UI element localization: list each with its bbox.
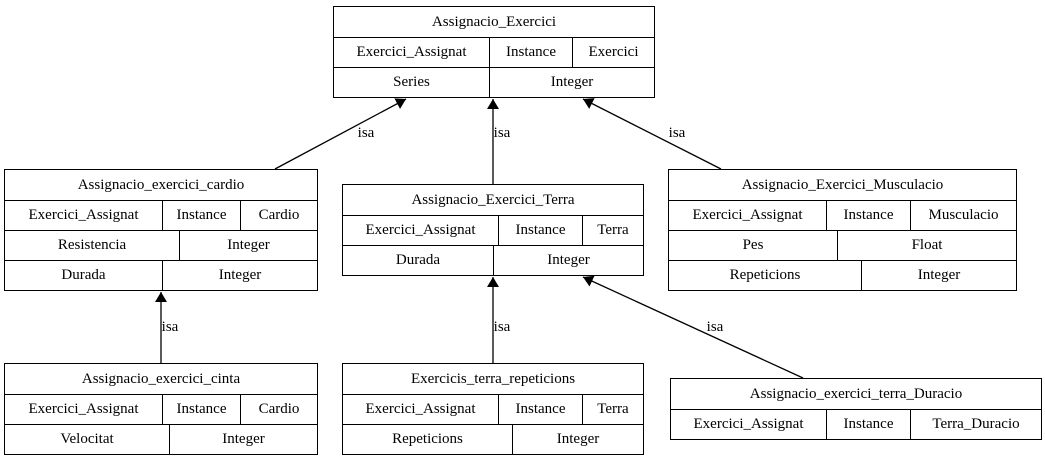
attribute-cell: Resistencia: [57, 237, 127, 253]
attribute-cell: Integer: [493, 246, 643, 275]
attribute-cell: Velocitat: [60, 431, 114, 447]
attribute-cell: Integer: [169, 425, 317, 454]
attribute-row: Series Integer: [334, 67, 654, 97]
isa-label: isa: [669, 125, 686, 141]
attribute-cell: Exercici_Assignat: [28, 401, 139, 417]
isa-label: isa: [494, 125, 511, 141]
attribute-cell: Durada: [61, 267, 106, 283]
attribute-cell: Instance: [498, 395, 582, 424]
attribute-cell: Instance: [826, 201, 910, 230]
class-title: Assignacio_Exercici_Musculacio: [741, 176, 944, 193]
class-title: Exercicis_terra_repeticions: [410, 370, 576, 387]
isa-label: isa: [494, 319, 511, 335]
attribute-cell: Exercici_Assignat: [692, 207, 803, 223]
attribute-cell: Exercici_Assignat: [365, 222, 476, 238]
class-title: Assignacio_Exercici: [431, 13, 557, 30]
class-title: Assignacio_exercici_cinta: [81, 370, 241, 387]
edge-musculacio-to-exercici: [582, 98, 722, 170]
isa-label: isa: [358, 125, 375, 141]
class-title: Assignacio_exercici_terra_Duracio: [749, 385, 963, 402]
attribute-cell: Exercici_Assignat: [28, 207, 139, 223]
attribute-row: Resistencia Integer: [5, 230, 317, 260]
attribute-cell: Cardio: [240, 395, 317, 424]
attribute-cell: Exercici: [572, 38, 654, 67]
class-title: Assignacio_Exercici_Terra: [411, 191, 575, 208]
attribute-cell: Terra_Duracio: [910, 410, 1041, 439]
attribute-cell: Integer: [162, 261, 317, 290]
attribute-cell: Exercici_Assignat: [693, 416, 804, 432]
isa-label: isa: [707, 319, 724, 335]
attribute-cell: Durada: [395, 252, 441, 268]
isa-label: isa: [162, 319, 179, 335]
attribute-cell: Pes: [742, 237, 764, 253]
attribute-cell: Exercici_Assignat: [356, 44, 467, 60]
attribute-cell: Integer: [512, 425, 643, 454]
edge-terra-duracio-to-terra: [582, 275, 804, 379]
attribute-row: Durada Integer: [5, 260, 317, 290]
attribute-cell: Instance: [826, 410, 910, 439]
attribute-cell: Instance: [498, 216, 582, 245]
attribute-row: Velocitat Integer: [5, 424, 317, 454]
attribute-cell: Instance: [162, 201, 240, 230]
attribute-cell: Instance: [489, 38, 572, 67]
class-title: Assignacio_exercici_cardio: [77, 176, 245, 193]
attribute-cell: Exercici_Assignat: [365, 401, 476, 417]
attribute-cell: Cardio: [240, 201, 317, 230]
attribute-cell: Terra: [582, 216, 643, 245]
attribute-cell: Terra: [582, 395, 643, 424]
attribute-row: Repeticions Integer: [343, 424, 643, 454]
edge-cardio-to-exercici: [274, 98, 407, 170]
attribute-row: Durada Integer: [343, 245, 643, 275]
attribute-cell: Integer: [861, 261, 1016, 290]
attribute-cell: Repeticions: [392, 431, 463, 447]
attribute-cell: Repeticions: [729, 267, 801, 283]
attribute-cell: Musculacio: [910, 201, 1016, 230]
attribute-row: Repeticions Integer: [669, 260, 1016, 290]
attribute-cell: Float: [837, 231, 1016, 260]
attribute-row: Pes Float: [669, 230, 1016, 260]
attribute-cell: Integer: [489, 68, 654, 97]
attribute-cell: Integer: [179, 231, 317, 260]
attribute-cell: Series: [393, 74, 430, 90]
attribute-cell: Instance: [162, 395, 240, 424]
